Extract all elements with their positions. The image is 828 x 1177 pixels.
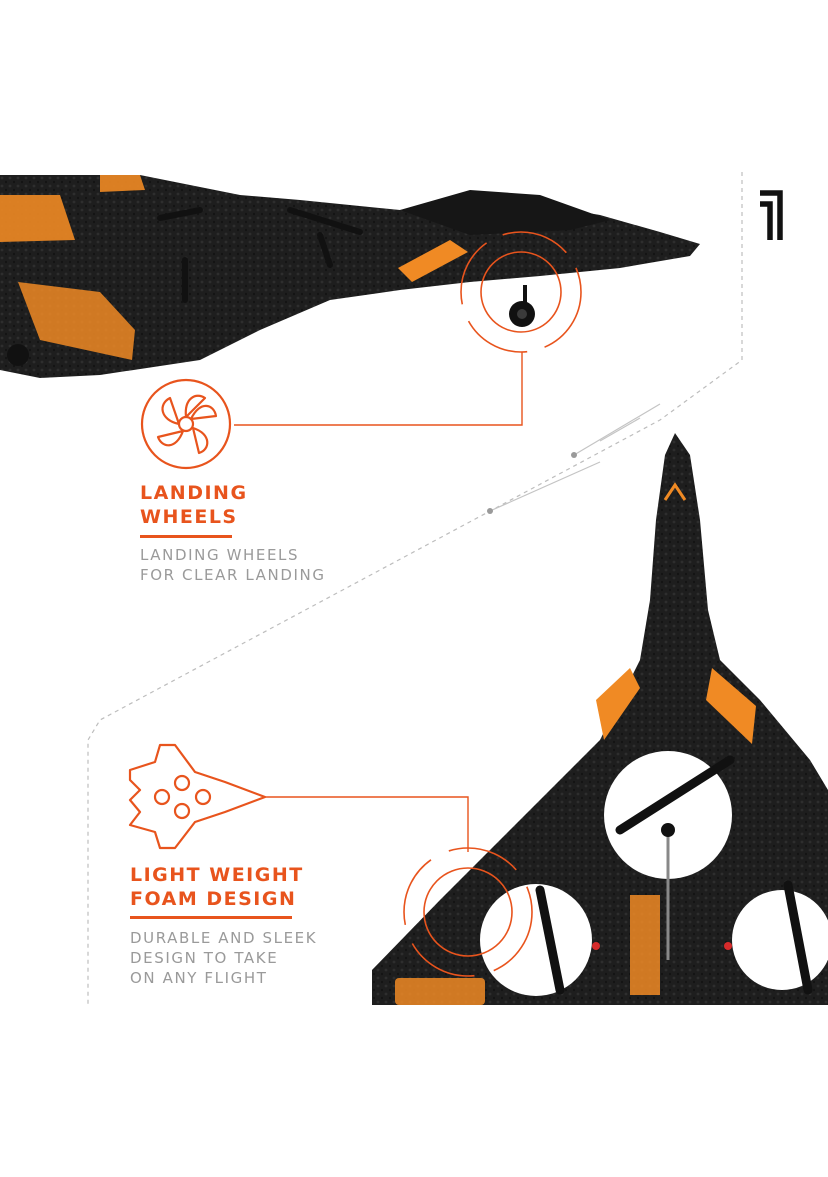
title-line: WHEELS [140, 506, 238, 528]
description-line: ON ANY FLIGHT [130, 969, 268, 987]
guide-dot [487, 508, 493, 514]
description-line: LANDING WHEELS [140, 546, 300, 564]
accent-underline [140, 535, 232, 538]
description-line: DURABLE AND SLEEK [130, 929, 318, 947]
guide-dot [571, 452, 577, 458]
accent-underline [130, 916, 292, 919]
propeller-icon [140, 378, 232, 470]
description-line: FOR CLEAR LANDING [140, 566, 326, 584]
callout-line-foam [265, 796, 469, 852]
corner-brackets-logo-icon [760, 190, 783, 240]
jet-outline-icon [128, 743, 267, 850]
aircraft-side-view [0, 175, 700, 378]
feature-title-light-weight-foam: LIGHT WEIGHT FOAM DESIGN [130, 863, 304, 911]
dashed-guide-lines [87, 172, 743, 1005]
feature-description-light-weight-foam: DURABLE AND SLEEK DESIGN TO TAKE ON ANY … [130, 928, 317, 988]
callout-line-wheels [234, 352, 523, 426]
decorative-speed-lines [489, 403, 661, 512]
description-line: DESIGN TO TAKE [130, 949, 279, 967]
aircraft-top-view [372, 433, 828, 1005]
title-line: LIGHT WEIGHT [130, 864, 304, 886]
feature-title-landing-wheels: LANDING WHEELS [140, 481, 248, 529]
wheel-target-ring [460, 231, 582, 353]
title-line: FOAM DESIGN [130, 888, 297, 910]
feature-description-landing-wheels: LANDING WHEELS FOR CLEAR LANDING [140, 545, 326, 585]
title-line: LANDING [140, 482, 248, 504]
